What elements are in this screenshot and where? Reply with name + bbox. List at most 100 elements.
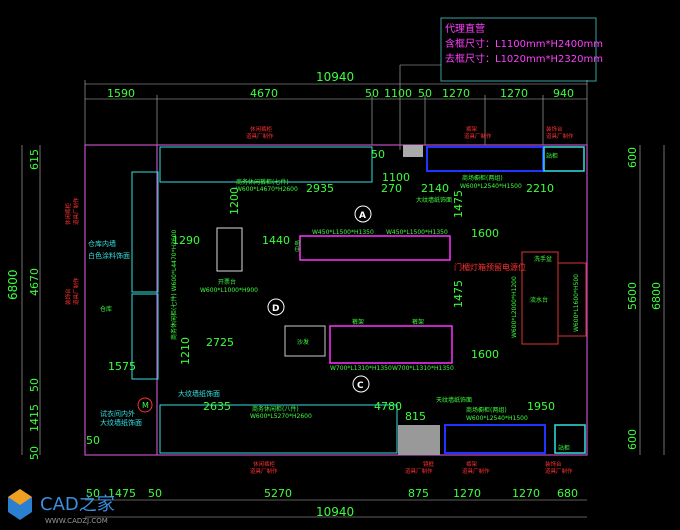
top-dim: 4670 bbox=[250, 87, 278, 100]
note: 休闲裤柜 bbox=[64, 202, 72, 225]
dim-text: 1440 bbox=[262, 234, 290, 247]
label: W600*L4670*H2600 bbox=[236, 186, 298, 193]
left-dim: 615 bbox=[28, 149, 41, 170]
dim-text: 1290 bbox=[172, 234, 200, 247]
label: W600*L2540*H1500 bbox=[466, 415, 528, 422]
watermark-url: WWW.CADZJ.COM bbox=[45, 517, 108, 525]
dim-text: 2935 bbox=[306, 182, 334, 195]
marker-label: C bbox=[357, 381, 364, 391]
label: 裤架 bbox=[352, 318, 364, 326]
dim-text: 1200 bbox=[228, 187, 241, 215]
label: W700*L1310*H1350 bbox=[392, 365, 454, 372]
labels: 商务休闲裤柜(七件) W600*L4670*H2600 商场橱柜(两组) W60… bbox=[88, 152, 580, 452]
view-marker-c: C bbox=[352, 375, 370, 393]
bottom-dimensions: 50 1475 50 5270 875 1270 1270 680 10940 bbox=[85, 487, 587, 519]
left-dim: 50 bbox=[28, 378, 41, 392]
label: 大纹墙纸饰面 bbox=[416, 196, 452, 204]
label: 开票台 bbox=[218, 278, 236, 286]
label: 商务休闲柜(八件) bbox=[252, 405, 299, 413]
note: 装饰台 bbox=[545, 460, 562, 468]
note: 休闲裤柜 bbox=[250, 125, 273, 133]
dim-text: 1475 bbox=[452, 280, 465, 308]
label: 仓库 bbox=[100, 305, 112, 313]
left-dim: 4670 bbox=[28, 268, 41, 296]
dim-text: 815 bbox=[405, 410, 426, 423]
label: 天纹墙纸饰面 bbox=[436, 396, 472, 404]
top-dim: 1270 bbox=[442, 87, 470, 100]
top-dim: 940 bbox=[553, 87, 574, 100]
right-dimensions: 600 5600 6800 600 bbox=[626, 145, 665, 455]
label: 商务休闲裤柜(七件) bbox=[236, 178, 289, 186]
label: W700*L1310*H1350 bbox=[330, 365, 392, 372]
interior-dimensions: 1200 1290 1440 2935 1100 270 2140 2210 1… bbox=[86, 148, 555, 447]
label: W600*L2540*H1500 bbox=[460, 183, 522, 190]
note: 道具厂制作 bbox=[405, 467, 433, 475]
label: W600*L2000*H1200 bbox=[511, 276, 518, 338]
dim-text: 1950 bbox=[527, 400, 555, 413]
label: W600*L1000*H900 bbox=[200, 287, 258, 294]
label: 站柜 bbox=[546, 152, 558, 160]
cabinets bbox=[131, 145, 587, 455]
label: 试衣间内外 bbox=[100, 409, 135, 418]
note: 道具厂制作 bbox=[72, 277, 80, 305]
bottom-dim: 5270 bbox=[264, 487, 292, 500]
bottom-dim: 1475 bbox=[108, 487, 136, 500]
note: 道具厂制作 bbox=[246, 132, 274, 140]
dim-text: 4780 bbox=[374, 400, 402, 413]
note: 道具厂制作 bbox=[72, 197, 80, 225]
title-line-1: 代理直营 bbox=[445, 22, 485, 35]
marker-label: D bbox=[272, 304, 279, 314]
right-dim: 5600 bbox=[626, 282, 639, 310]
view-marker-d: D bbox=[267, 298, 285, 316]
label: 商场橱柜(两组) bbox=[462, 174, 503, 182]
fabrication-notes: 休闲裤柜 道具厂制作 裤架 道具厂制作 装饰台 道具厂制作 休闲裤柜 道具厂制作… bbox=[64, 125, 574, 475]
view-marker-a: A bbox=[354, 205, 372, 223]
bottom-dim: 680 bbox=[557, 487, 578, 500]
left-dimensions: 6800 615 4670 50 1415 50 bbox=[6, 145, 41, 460]
dim-text: 1600 bbox=[471, 227, 499, 240]
note: 道具厂制作 bbox=[250, 467, 278, 475]
label: 白色涂料饰面 bbox=[88, 251, 130, 260]
left-total-dim: 6800 bbox=[6, 269, 20, 300]
dim-text: 1475 bbox=[452, 190, 465, 218]
top-dim: 50 bbox=[365, 87, 379, 100]
label: 裤架 bbox=[412, 318, 424, 326]
label: 沙发 bbox=[297, 338, 309, 346]
label: 门楣灯箱预留电源位 bbox=[454, 262, 526, 272]
note: 裤架 bbox=[466, 460, 478, 468]
label: 站柜 bbox=[558, 444, 570, 452]
note: 休闲裤柜 bbox=[253, 460, 276, 468]
dim-text: 1210 bbox=[179, 337, 192, 365]
dim-text: 1600 bbox=[471, 348, 499, 361]
top-dim: 1100 bbox=[384, 87, 412, 100]
bottom-dim: 1270 bbox=[453, 487, 481, 500]
right-dim: 600 bbox=[626, 147, 639, 168]
label: 中岛 bbox=[294, 240, 302, 252]
label: 大纹墙纸饰面 bbox=[178, 389, 220, 398]
bottom-dim: 50 bbox=[86, 487, 100, 500]
title-line-3: 去框尺寸：L1020mm*H2320mm bbox=[445, 52, 603, 65]
dim-text: 2635 bbox=[203, 400, 231, 413]
label: 流水台 bbox=[530, 296, 548, 304]
marker-label: M bbox=[142, 401, 149, 410]
dim-text: 2725 bbox=[206, 336, 234, 349]
note: 装饰台 bbox=[64, 288, 72, 305]
dim-text: 2140 bbox=[421, 182, 449, 195]
note: 道具厂制作 bbox=[545, 467, 573, 475]
note: 装饰台 bbox=[546, 125, 563, 133]
title-box: 代理直营 含框尺寸：L1100mm*H2400mm 去框尺寸：L1020mm*H… bbox=[399, 17, 603, 150]
title-line-2: 含框尺寸：L1100mm*H2400mm bbox=[445, 37, 603, 50]
label: W450*L1500*H1350 bbox=[386, 229, 448, 236]
watermark-brand: CAD之家 bbox=[40, 494, 115, 515]
note: 裤架 bbox=[466, 125, 478, 133]
bottom-total-dim: 10940 bbox=[316, 505, 354, 519]
label: W600*L5270*H2600 bbox=[250, 413, 312, 420]
dim-text: 270 bbox=[381, 182, 402, 195]
note: 道具厂制作 bbox=[464, 132, 492, 140]
dim-text: 50 bbox=[371, 148, 385, 161]
walls bbox=[84, 144, 588, 456]
dim-text: 50 bbox=[86, 434, 100, 447]
label: 仓库内墙 bbox=[88, 239, 116, 248]
